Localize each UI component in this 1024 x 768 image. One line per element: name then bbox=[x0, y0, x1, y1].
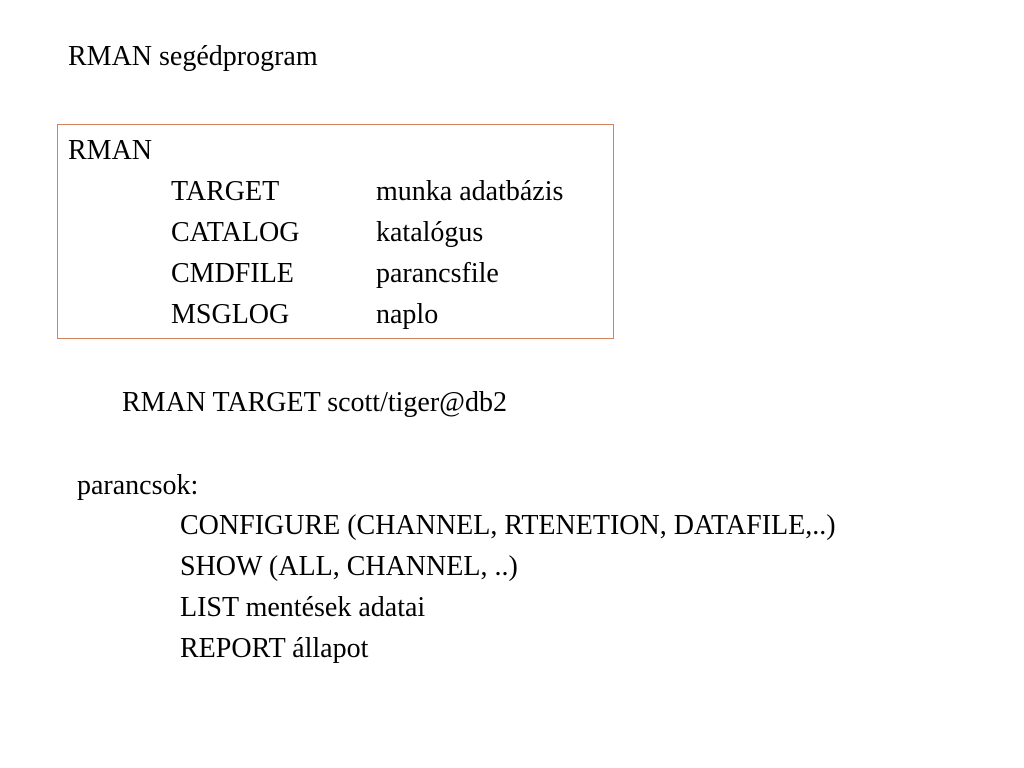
command-item-list: LIST mentések adatai bbox=[180, 592, 426, 623]
option-desc-catalog: katalógus bbox=[376, 217, 484, 248]
command-item-report: REPORT állapot bbox=[180, 633, 369, 664]
option-name-catalog: CATALOG bbox=[171, 217, 300, 248]
option-name-msglog: MSGLOG bbox=[171, 299, 290, 330]
example-command: RMAN TARGET scott/tiger@db2 bbox=[122, 387, 507, 418]
command-item-show: SHOW (ALL, CHANNEL, ..) bbox=[180, 551, 518, 582]
rman-options-box bbox=[57, 124, 614, 339]
commands-heading: parancsok: bbox=[77, 470, 199, 501]
option-desc-target: munka adatbázis bbox=[376, 176, 564, 207]
option-name-cmdfile: CMDFILE bbox=[171, 258, 294, 289]
option-desc-cmdfile: parancsfile bbox=[376, 258, 499, 289]
slide-title: RMAN segédprogram bbox=[68, 41, 318, 72]
option-desc-msglog: naplo bbox=[376, 299, 439, 330]
rman-options-heading: RMAN bbox=[68, 135, 153, 166]
option-name-target: TARGET bbox=[171, 176, 280, 207]
command-item-configure: CONFIGURE (CHANNEL, RTENETION, DATAFILE,… bbox=[180, 510, 836, 541]
